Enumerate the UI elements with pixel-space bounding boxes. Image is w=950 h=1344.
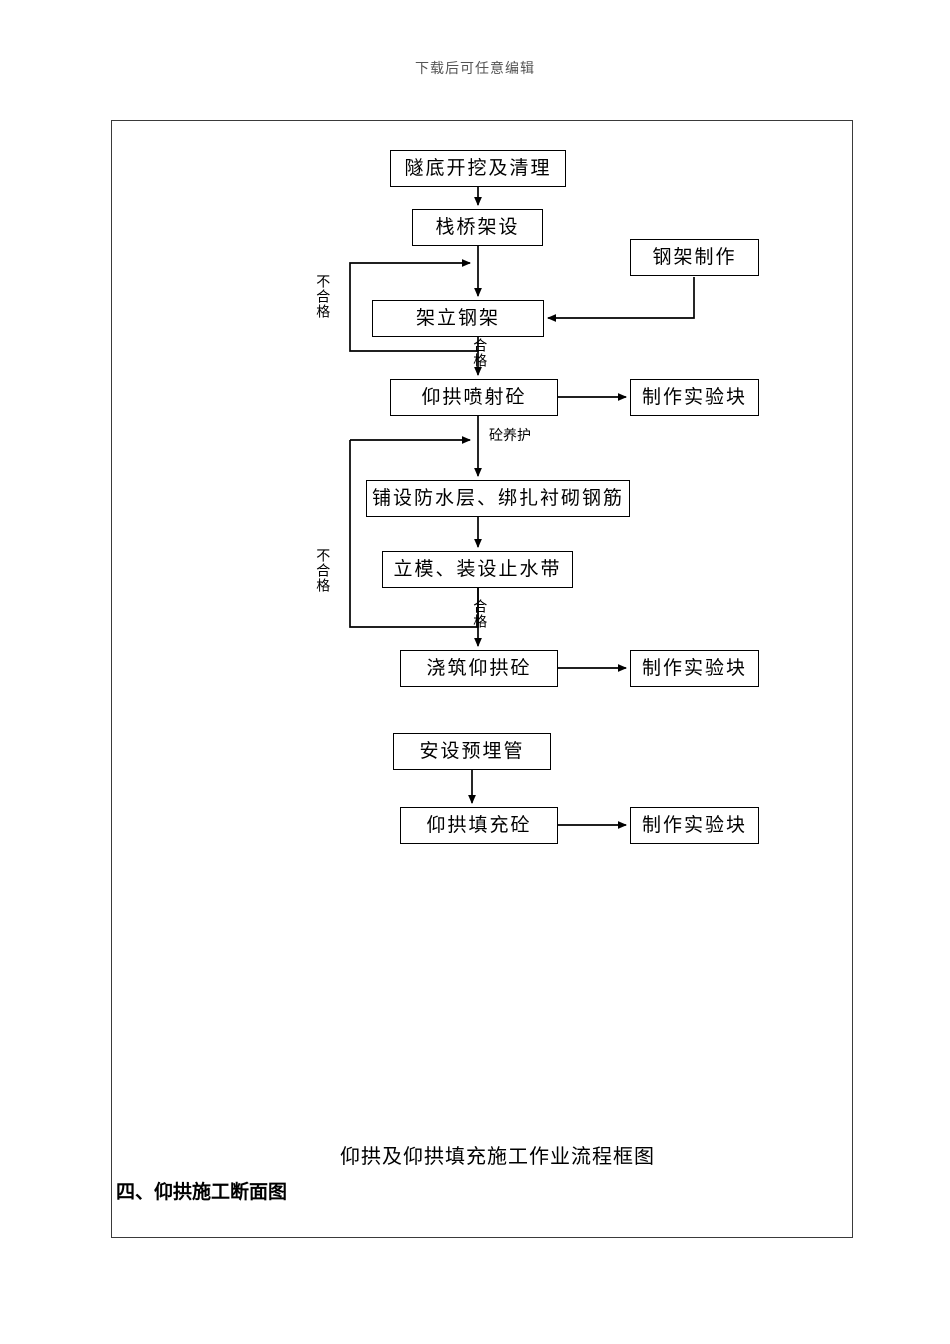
flow-node-label: 制作实验块	[641, 815, 747, 836]
flow-node-label: 钢架制作	[652, 247, 737, 268]
flowchart-caption: 仰拱及仰拱填充施工作业流程框图	[340, 1146, 655, 1168]
flow-node-label: 仰拱填充砼	[426, 815, 532, 836]
flow-node-pour-invert-concrete[interactable]: 浇筑仰拱砼	[400, 650, 558, 687]
flow-node-test-block-2[interactable]: 制作实验块	[630, 650, 759, 687]
flow-node-label: 安设预埋管	[419, 741, 525, 762]
flow-node-label: 制作实验块	[641, 387, 747, 408]
section-heading-invert-section-drawing: 四、仰拱施工断面图	[116, 1182, 288, 1203]
flow-node-label: 铺设防水层、绑扎衬砌钢筋	[371, 488, 624, 509]
flow-node-label: 仰拱喷射砼	[421, 387, 527, 408]
flow-node-label: 隧底开挖及清理	[404, 158, 552, 179]
page-watermark-header: 下载后可任意编辑	[415, 62, 535, 77]
flow-node-invert-shotcrete[interactable]: 仰拱喷射砼	[390, 379, 558, 416]
flow-node-steel-frame-fabrication[interactable]: 钢架制作	[630, 239, 759, 276]
flow-node-formwork-waterstop[interactable]: 立模、装设止水带	[382, 551, 573, 588]
flow-node-label: 制作实验块	[641, 658, 747, 679]
flow-node-label: 立模、装设止水带	[393, 559, 562, 580]
edge-label-concrete-curing: 砼养护	[489, 429, 531, 444]
edge-label-reject-upper: 不合格	[314, 274, 330, 319]
flow-node-test-block-1[interactable]: 制作实验块	[630, 379, 759, 416]
edge-label-reject-lower: 不合格	[314, 548, 330, 593]
flow-node-label: 架立钢架	[415, 308, 500, 329]
flow-node-test-block-3[interactable]: 制作实验块	[630, 807, 759, 844]
flow-node-excavate[interactable]: 隧底开挖及清理	[390, 150, 566, 187]
flow-node-invert-backfill-concrete[interactable]: 仰拱填充砼	[400, 807, 558, 844]
flow-node-label: 浇筑仰拱砼	[426, 658, 532, 679]
flow-node-label: 栈桥架设	[435, 217, 520, 238]
flow-node-steel-frame-erection[interactable]: 架立钢架	[372, 300, 544, 337]
flow-node-waterproof-rebar[interactable]: 铺设防水层、绑扎衬砌钢筋	[366, 480, 630, 517]
edge-label-pass-upper: 合格	[471, 338, 487, 368]
edge-label-pass-lower: 合格	[471, 599, 487, 629]
flow-node-embedded-pipe[interactable]: 安设预埋管	[393, 733, 551, 770]
flow-node-bridge-erection[interactable]: 栈桥架设	[412, 209, 543, 246]
